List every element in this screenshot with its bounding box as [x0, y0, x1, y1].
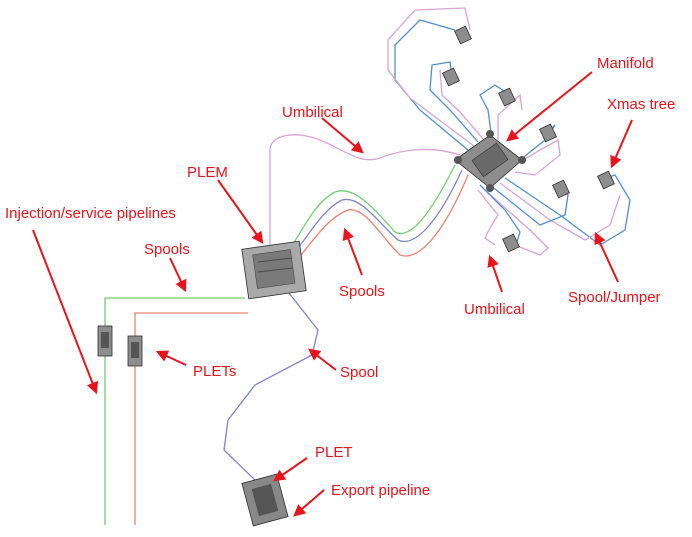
export-plet-equipment: [241, 473, 289, 527]
umbilical-upper-3: [497, 93, 523, 140]
arrow-spools-right: [342, 227, 363, 276]
arrow-umbilical-top: [321, 117, 364, 154]
jumper-upper-1: [394, 19, 469, 151]
label-plem: PLEM: [187, 164, 228, 181]
spool-red: [287, 174, 469, 269]
arrow-spool: [308, 348, 337, 371]
label-umbilical-top: Umbilical: [282, 104, 343, 121]
arrow-export-pipeline: [293, 489, 325, 517]
umbilical-right-2: [499, 182, 621, 241]
label-spools-right: Spools: [339, 283, 385, 300]
label-plets: PLETs: [193, 363, 236, 380]
injection-pipeline: [104, 297, 245, 525]
arrow-plet: [273, 457, 308, 482]
plem-equipment: [241, 240, 307, 300]
label-manifold: Manifold: [597, 55, 654, 72]
arrow-plets: [155, 350, 187, 366]
label-plet: PLET: [315, 444, 353, 461]
arrow-manifold: [506, 71, 593, 142]
jumper-upper-3: [479, 84, 511, 141]
label-spool-jumper: Spool/Jumper: [568, 289, 661, 306]
jumper-right-2: [504, 174, 631, 246]
arrow-xmas-tree: [610, 119, 633, 169]
arrow-umbilical-bottom: [487, 254, 503, 293]
arrow-spool-jumper: [594, 231, 619, 283]
label-xmas-tree: Xmas tree: [607, 96, 675, 113]
spool-purple: [284, 169, 463, 263]
label-spool: Spool: [340, 364, 378, 381]
export-spool: [223, 287, 319, 481]
umbilical-line-top: [269, 134, 461, 245]
service-pipeline: [134, 312, 248, 525]
label-spools-left: Spools: [144, 241, 190, 258]
plets-equipment: [97, 325, 143, 367]
umbilical-right-1: [514, 138, 561, 176]
label-export-pipeline: Export pipeline: [331, 482, 430, 499]
manifold-equipment: [454, 130, 526, 192]
umbilical-lower-1: [477, 189, 499, 246]
spool-green: [281, 164, 456, 259]
arrow-plem: [217, 179, 264, 244]
label-umbilical-bottom: Umbilical: [464, 301, 525, 318]
umbilical-upper-1: [387, 7, 475, 147]
xmas-tree-equipment: [442, 25, 615, 253]
arrow-injection: [32, 229, 99, 395]
umbilical-upper-2: [439, 69, 485, 141]
arrow-spools-left: [169, 257, 187, 293]
jumper-upper-2: [429, 61, 479, 143]
label-injection-service-pipelines: Injection/service pipelines: [5, 205, 176, 222]
jumper-lower-1: [479, 184, 521, 249]
